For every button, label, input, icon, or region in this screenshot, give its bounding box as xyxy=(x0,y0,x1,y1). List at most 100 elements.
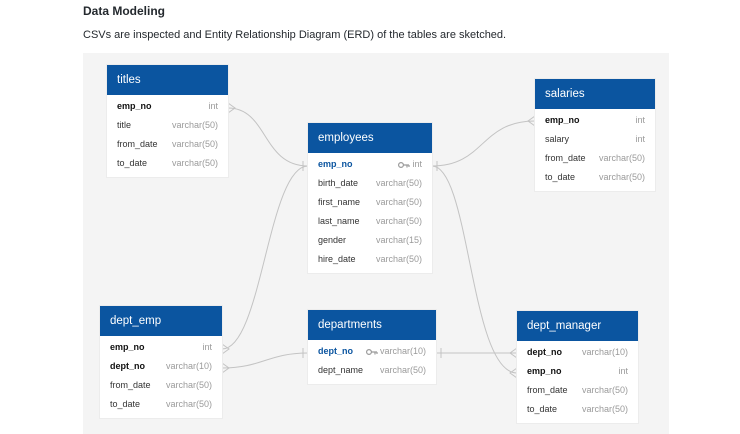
field-name: to_date xyxy=(110,399,141,409)
link-employees-salaries xyxy=(431,120,536,167)
table-row: gender varchar(15) xyxy=(308,231,432,250)
table-titles[interactable]: titles emp_no int title varchar(50) from_d… xyxy=(107,65,228,177)
table-header: titles xyxy=(107,65,228,95)
field-type: varchar(50) xyxy=(171,158,218,168)
link-employees-deptmanager xyxy=(431,165,518,374)
field-type: varchar(50) xyxy=(375,178,422,188)
field-name: emp_no xyxy=(318,159,353,169)
field-type: varchar(50) xyxy=(581,404,628,414)
field-name: dept_no xyxy=(318,346,353,356)
table-row: title varchar(50) xyxy=(107,116,228,135)
section-heading: Data Modeling xyxy=(83,4,166,18)
table-row: first_name varchar(50) xyxy=(308,193,432,212)
field-type: varchar(50) xyxy=(171,120,218,130)
field-name: from_date xyxy=(545,153,586,163)
field-name: to_date xyxy=(117,158,148,168)
field-type: varchar(50) xyxy=(598,153,645,163)
field-type: varchar(50) xyxy=(598,172,645,182)
field-type: int xyxy=(635,134,645,144)
field-name: from_date xyxy=(110,380,151,390)
field-name: dept_no xyxy=(527,347,562,357)
table-row: from_date varchar(50) xyxy=(100,376,222,395)
field-name: dept_name xyxy=(318,365,364,375)
table-departments[interactable]: departments dept_no varchar(10) dept_name… xyxy=(308,310,436,384)
table-row: salary int xyxy=(535,130,655,149)
section-description: CSVs are inspected and Entity Relationsh… xyxy=(83,29,507,41)
field-name: emp_no xyxy=(117,101,152,111)
key-icon xyxy=(365,348,378,356)
table-dept-manager[interactable]: dept_manager dept_no varchar(10) emp_no in… xyxy=(517,311,638,423)
link-deptmanager-emp-crowfoot xyxy=(509,367,518,379)
table-dept-emp[interactable]: dept_emp emp_no int dept_no varchar(10) fr… xyxy=(100,306,222,418)
table-header: departments xyxy=(308,310,436,340)
field-name: emp_no xyxy=(545,115,580,125)
table-row: emp_no int xyxy=(517,362,638,381)
table-row: from_date varchar(50) xyxy=(107,135,228,154)
table-row: hire_date varchar(50) xyxy=(308,250,432,269)
table-row: to_date varchar(50) xyxy=(535,168,655,187)
table-row: emp_no int xyxy=(107,97,228,116)
table-row: emp_no int xyxy=(308,155,432,174)
table-row: dept_no varchar(10) xyxy=(308,342,436,361)
field-name: to_date xyxy=(527,404,558,414)
field-name: dept_no xyxy=(110,361,145,371)
table-row: to_date varchar(50) xyxy=(100,395,222,414)
field-type: varchar(10) xyxy=(165,361,212,371)
link-salaries-crowfoot xyxy=(527,115,536,127)
field-type: varchar(50) xyxy=(375,216,422,226)
field-type: varchar(15) xyxy=(375,235,422,245)
field-name: title xyxy=(117,120,132,130)
field-type: int xyxy=(208,101,218,111)
field-type: int xyxy=(618,366,628,376)
field-type: varchar(50) xyxy=(165,380,212,390)
field-name: hire_date xyxy=(318,254,356,264)
table-row: to_date varchar(50) xyxy=(107,154,228,173)
field-type: varchar(50) xyxy=(165,399,212,409)
table-header: dept_emp xyxy=(100,306,222,336)
table-row: to_date varchar(50) xyxy=(517,400,638,419)
table-row: dept_no varchar(10) xyxy=(517,343,638,362)
link-departments-deptemp xyxy=(221,352,309,369)
link-deptmanager-deptno-crowfoot xyxy=(509,347,518,359)
field-type: varchar(50) xyxy=(379,365,426,375)
field-name: birth_date xyxy=(318,178,359,188)
field-name: emp_no xyxy=(527,366,562,376)
table-employees[interactable]: employees emp_no int birth_date varchar(50… xyxy=(308,123,432,273)
field-type: varchar(10) xyxy=(581,347,628,357)
table-row: emp_no int xyxy=(535,111,655,130)
field-type: varchar(50) xyxy=(375,197,422,207)
link-employees-deptemp xyxy=(221,165,309,350)
field-name: emp_no xyxy=(110,342,145,352)
table-row: last_name varchar(50) xyxy=(308,212,432,231)
link-deptemp-deptno-crowfoot xyxy=(221,362,230,374)
link-titles-crowfoot xyxy=(227,102,236,114)
key-icon xyxy=(398,161,411,169)
table-row: from_date varchar(50) xyxy=(517,381,638,400)
field-name: to_date xyxy=(545,172,576,182)
table-row: birth_date varchar(50) xyxy=(308,174,432,193)
field-type: varchar(50) xyxy=(375,254,422,264)
field-name: first_name xyxy=(318,197,361,207)
table-header: salaries xyxy=(535,79,655,109)
field-type: int xyxy=(412,159,422,169)
field-type: varchar(50) xyxy=(581,385,628,395)
table-row: from_date varchar(50) xyxy=(535,149,655,168)
link-deptemp-crowfoot xyxy=(221,343,230,355)
field-name: from_date xyxy=(527,385,568,395)
field-type: varchar(50) xyxy=(171,139,218,149)
link-titles-employees xyxy=(227,107,309,167)
field-name: last_name xyxy=(318,216,360,226)
field-type: varchar(10) xyxy=(379,346,426,356)
field-name: from_date xyxy=(117,139,158,149)
table-header: employees xyxy=(308,123,432,153)
field-name: salary xyxy=(545,134,570,144)
table-row: dept_name varchar(50) xyxy=(308,361,436,380)
field-name: gender xyxy=(318,235,347,245)
field-type: int xyxy=(635,115,645,125)
table-row: dept_no varchar(10) xyxy=(100,357,222,376)
table-header: dept_manager xyxy=(517,311,638,341)
field-type: int xyxy=(202,342,212,352)
table-row: emp_no int xyxy=(100,338,222,357)
